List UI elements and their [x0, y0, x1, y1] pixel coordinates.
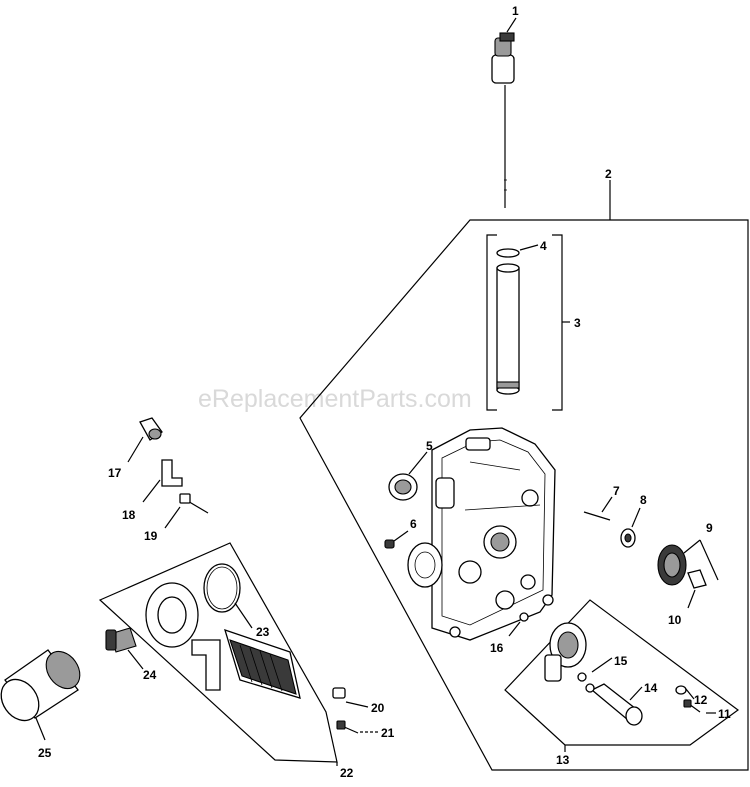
screw-21[interactable]	[336, 720, 359, 734]
washer-12[interactable]	[675, 685, 687, 695]
oil-seal[interactable]	[388, 473, 418, 501]
callout-25: 25	[38, 746, 52, 760]
callout-11: 11	[718, 707, 731, 721]
callout-13: 13	[556, 753, 570, 767]
pin[interactable]	[583, 511, 611, 521]
spacer[interactable]	[620, 528, 636, 548]
oil-fill-tube[interactable]	[496, 263, 520, 395]
o-ring-small[interactable]	[519, 612, 529, 622]
leader-6	[393, 530, 409, 542]
bracket-3-left	[486, 234, 497, 411]
callout-2: 2	[605, 167, 612, 181]
callout-7: 7	[613, 484, 620, 498]
callout-3: 3	[574, 316, 581, 330]
callout-15: 15	[614, 654, 628, 668]
leader-1	[506, 17, 517, 33]
callout-17: 17	[108, 466, 122, 480]
leader-12	[685, 688, 695, 700]
oil-filter-adapter[interactable]	[145, 582, 221, 691]
callout-19: 19	[144, 529, 158, 543]
leader-18	[142, 479, 161, 503]
leader-9	[683, 539, 701, 554]
elbow-fitting[interactable]	[161, 459, 183, 487]
oil-filter[interactable]	[0, 645, 87, 728]
leader-4	[519, 244, 539, 251]
callout-16: 16	[490, 641, 504, 655]
callout-5: 5	[426, 439, 433, 453]
leader-8	[631, 507, 641, 528]
dipstick[interactable]	[491, 32, 515, 208]
o-ring[interactable]	[496, 248, 520, 258]
oil-filter-nipple[interactable]	[105, 627, 137, 653]
callout-4: 4	[540, 239, 547, 253]
governor-assembly[interactable]	[544, 622, 587, 682]
leader-15	[591, 657, 613, 673]
callout-18: 18	[122, 508, 136, 522]
bolt-19[interactable]	[179, 493, 209, 514]
leader-19	[164, 506, 181, 529]
governor-gear[interactable]	[657, 544, 687, 586]
callout-9: 9	[706, 521, 713, 535]
callout-8: 8	[640, 493, 647, 507]
gear-pin[interactable]	[687, 569, 707, 589]
callout-12: 12	[694, 693, 708, 707]
callout-10: 10	[668, 613, 682, 627]
callout-23: 23	[256, 625, 270, 639]
callout-21: 21	[381, 726, 395, 740]
clip-20[interactable]	[332, 687, 346, 699]
oil-pressure-switch[interactable]	[139, 417, 163, 441]
oil-cooler-group-outline	[98, 542, 338, 763]
leader-17	[127, 436, 144, 463]
closure-plate[interactable]	[431, 427, 556, 641]
callout-24: 24	[143, 668, 157, 682]
plug[interactable]	[384, 539, 395, 549]
bracket-3-right	[552, 234, 563, 411]
leader-24	[127, 649, 144, 670]
callout-20: 20	[371, 701, 385, 715]
leader-5	[408, 451, 428, 475]
leader-20	[345, 701, 369, 708]
governor-shaft[interactable]	[590, 683, 643, 726]
leader-14	[629, 686, 643, 701]
oil-pump-cover[interactable]	[407, 542, 443, 588]
leader-7	[601, 496, 613, 513]
leader-23	[234, 602, 253, 629]
leader-10	[687, 589, 696, 609]
callout-6: 6	[410, 517, 417, 531]
governor-group-outline	[504, 599, 740, 746]
leader-25	[35, 717, 46, 741]
screw-11[interactable]	[683, 699, 701, 713]
bracket-9	[699, 539, 719, 581]
washers-15[interactable]	[577, 672, 595, 693]
watermark-text: eReplacementParts.com	[198, 385, 472, 413]
oil-cooler-gasket[interactable]	[203, 563, 241, 613]
leader-16	[508, 621, 521, 637]
oil-cooler[interactable]	[224, 628, 301, 699]
callout-14: 14	[644, 681, 658, 695]
callout-22: 22	[340, 766, 354, 780]
closure-plate-group-outline	[299, 219, 749, 771]
callout-1: 1	[512, 4, 519, 18]
